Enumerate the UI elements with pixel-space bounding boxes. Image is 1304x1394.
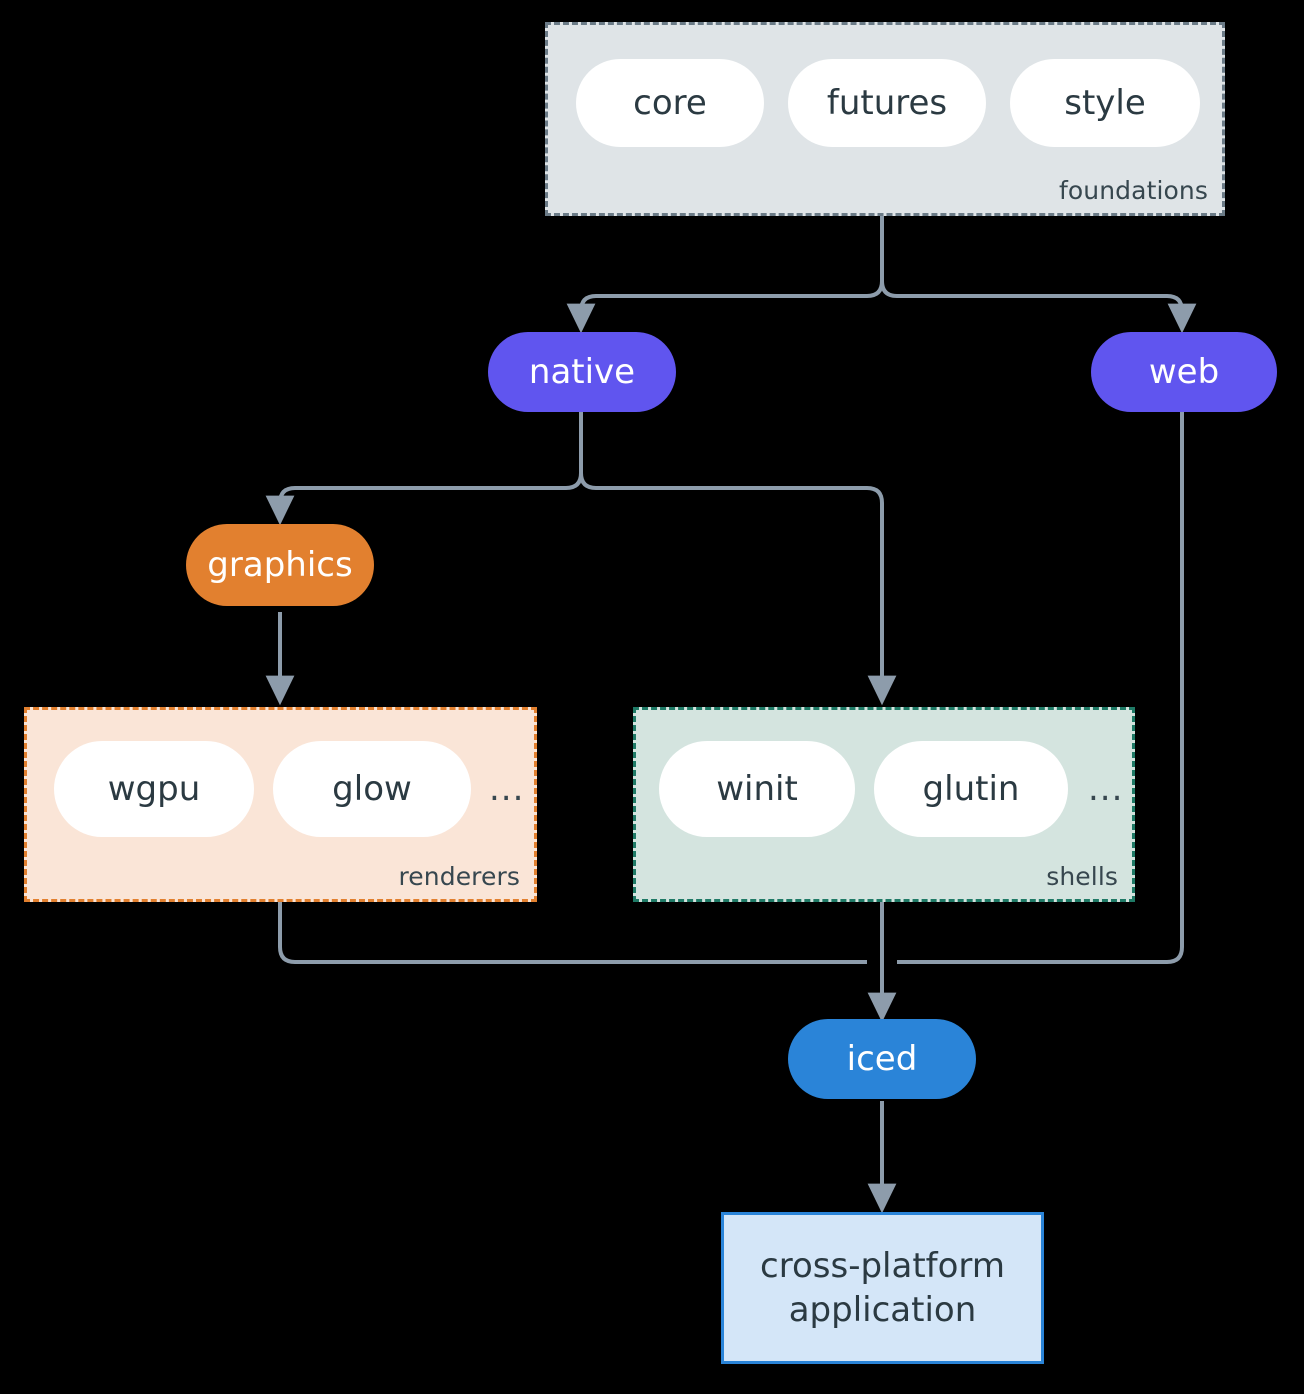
node-application-line1: cross-platform (760, 1245, 1005, 1286)
node-application[interactable]: cross-platform application (721, 1212, 1044, 1364)
foundations-item-futures[interactable]: futures (788, 59, 986, 147)
node-native-label: native (528, 352, 636, 392)
node-web-label: web (1148, 352, 1220, 392)
node-iced-label: iced (846, 1039, 918, 1079)
node-iced[interactable]: iced (788, 1019, 976, 1099)
group-foundations: core futures style foundations (545, 22, 1225, 216)
group-renderers: wgpu glow ... renderers (24, 707, 537, 902)
shells-more-indicator: ... (1088, 769, 1124, 809)
edge-renderers-to-iced (278, 902, 867, 964)
group-shells-label: shells (1046, 862, 1118, 891)
foundations-item-style-label: style (1064, 83, 1146, 123)
node-application-line2: application (788, 1290, 977, 1330)
node-web[interactable]: web (1091, 332, 1277, 412)
foundations-item-style[interactable]: style (1010, 59, 1200, 147)
renderers-item-glow[interactable]: glow (273, 741, 471, 837)
foundations-item-futures-label: futures (826, 83, 948, 123)
edge-foundations-to-web (880, 280, 1197, 334)
shells-item-winit-label: winit (716, 769, 798, 809)
shells-item-glutin-label: glutin (922, 769, 1020, 809)
node-native[interactable]: native (488, 332, 676, 412)
foundations-item-core-label: core (633, 83, 707, 123)
shells-item-winit[interactable]: winit (659, 741, 855, 837)
edge-native-to-shells (579, 472, 897, 706)
renderers-item-wgpu[interactable]: wgpu (54, 741, 254, 837)
renderers-more-indicator: ... (489, 769, 525, 809)
shells-item-glutin[interactable]: glutin (874, 741, 1068, 837)
node-graphics-label: graphics (207, 545, 353, 585)
group-renderers-label: renderers (398, 862, 520, 891)
renderers-item-glow-label: glow (332, 769, 412, 809)
edge-foundations-to-native (566, 280, 884, 334)
node-graphics[interactable]: graphics (186, 524, 374, 606)
foundations-item-core[interactable]: core (576, 59, 764, 147)
group-shells: winit glutin ... shells (633, 707, 1135, 902)
edge-native-to-graphics (265, 472, 583, 526)
renderers-item-wgpu-label: wgpu (107, 769, 201, 809)
group-foundations-label: foundations (1059, 176, 1208, 205)
